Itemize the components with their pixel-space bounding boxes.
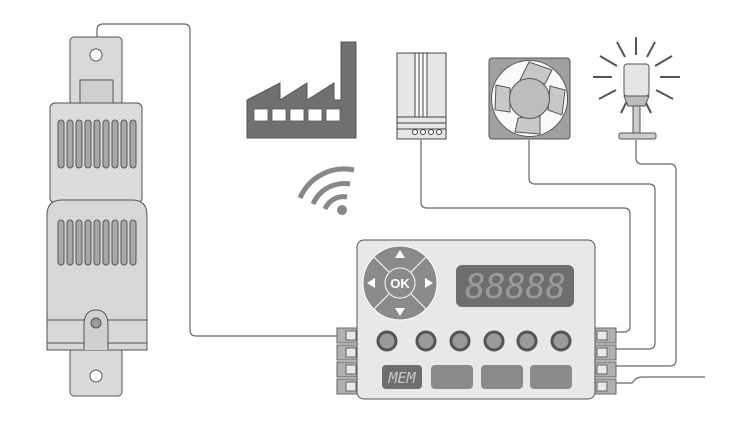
knob-buttons bbox=[376, 330, 572, 352]
mem-label: MEM bbox=[387, 369, 416, 387]
left-connectors bbox=[336, 327, 359, 395]
function-button-1[interactable] bbox=[431, 365, 473, 389]
lamp-wire bbox=[615, 140, 677, 367]
mem-button[interactable] bbox=[382, 365, 422, 389]
dpad[interactable]: OK bbox=[362, 245, 438, 321]
knob-button-3[interactable] bbox=[449, 330, 471, 352]
controller: OK 88888 MEM bbox=[336, 239, 617, 400]
function-button-3[interactable] bbox=[530, 365, 572, 389]
display-value: 88888 bbox=[465, 267, 565, 307]
signal-lamp-icon bbox=[593, 37, 680, 140]
ok-button[interactable] bbox=[384, 267, 416, 299]
knob-button-1[interactable] bbox=[376, 330, 398, 352]
output-wire bbox=[615, 376, 705, 384]
wifi-icon bbox=[297, 166, 355, 215]
knob-button-6[interactable] bbox=[550, 330, 572, 352]
arrow-down-icon[interactable] bbox=[395, 308, 405, 316]
sensor-wire bbox=[96, 23, 338, 337]
right-connectors bbox=[594, 327, 617, 395]
fan-wire bbox=[528, 140, 656, 350]
wires bbox=[96, 23, 705, 384]
knob-button-2[interactable] bbox=[415, 330, 437, 352]
ok-label: OK bbox=[390, 276, 410, 291]
fan-icon bbox=[488, 57, 571, 140]
knob-button-5[interactable] bbox=[516, 330, 538, 352]
function-button-2[interactable] bbox=[481, 365, 523, 389]
segment-display bbox=[456, 265, 574, 307]
sensor-vents bbox=[57, 119, 137, 266]
factory-icon bbox=[246, 41, 357, 139]
heater-icon bbox=[396, 52, 447, 140]
arrow-right-icon[interactable] bbox=[425, 278, 433, 288]
heater-wire bbox=[420, 140, 631, 333]
arrow-up-icon[interactable] bbox=[395, 250, 405, 258]
sensor-device bbox=[46, 36, 148, 397]
arrow-left-icon[interactable] bbox=[367, 278, 375, 288]
knob-button-4[interactable] bbox=[483, 330, 505, 352]
